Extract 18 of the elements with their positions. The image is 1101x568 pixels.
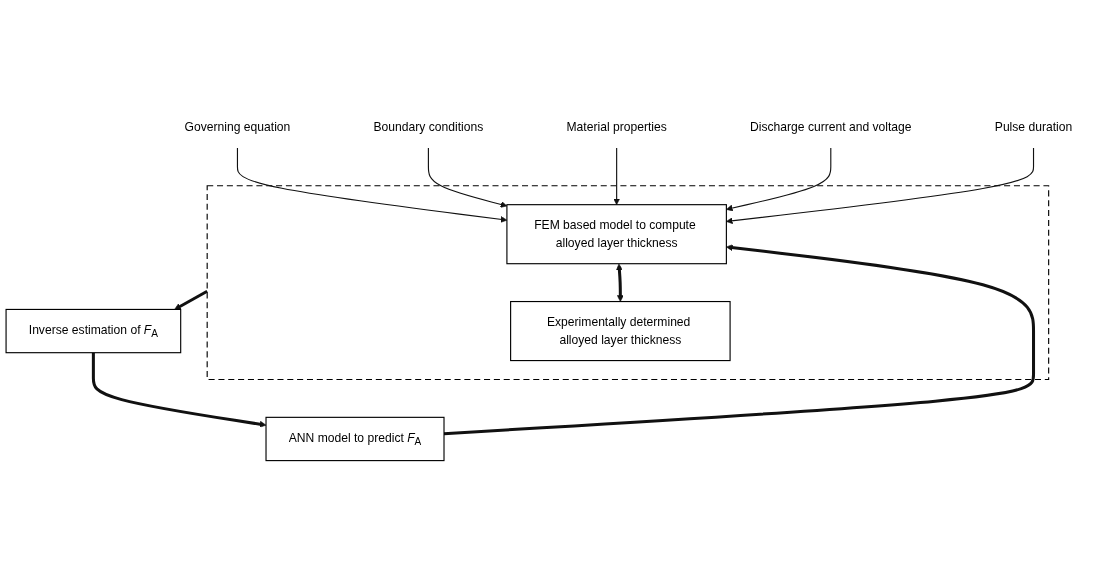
node-box: FEM based model to compute alloyed layer thickness <box>506 204 727 265</box>
node-box: ANN model to predict F$_{A}$ <box>265 416 445 462</box>
arrow <box>616 263 624 302</box>
node-text: Governing equation <box>184 120 291 134</box>
node-text: Pulse duration <box>994 120 1073 134</box>
arrow <box>91 352 267 428</box>
arrow <box>236 147 508 223</box>
node-text: Material properties <box>566 120 667 134</box>
node-text: Discharge current and voltage <box>750 120 912 134</box>
node-box: Experimentally determined alloyed layer thickness <box>510 301 731 362</box>
arrow <box>174 290 208 310</box>
arrow <box>726 147 832 212</box>
cluster <box>206 185 1050 381</box>
arrow <box>427 147 508 208</box>
node-box: Inverse estimation of F$_{A}$ <box>5 309 182 354</box>
arrow <box>726 147 1035 225</box>
arrow <box>613 147 620 206</box>
node-text: Boundary conditions <box>373 120 484 134</box>
